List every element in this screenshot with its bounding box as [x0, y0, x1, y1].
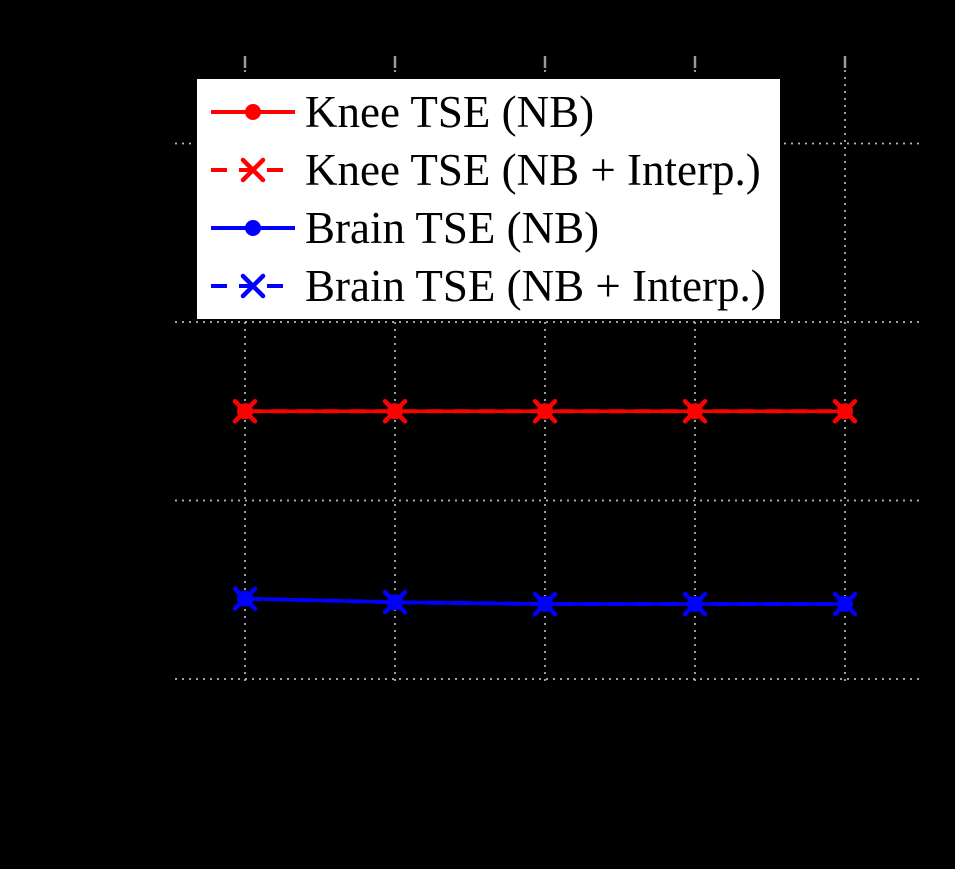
legend-dashed-x-sample — [211, 273, 295, 299]
legend: Knee TSE (NB) Knee TSE (NB + Interp.) Brai… — [195, 77, 782, 321]
legend-label: Knee TSE (NB) — [305, 86, 595, 137]
legend-solid-circle-sample — [211, 220, 295, 236]
legend-label: Brain TSE (NB) — [305, 202, 600, 253]
legend-entry: Knee TSE (NB) — [207, 83, 766, 141]
legend-entry: Brain TSE (NB) — [207, 199, 766, 257]
legend-dashed-x-sample — [211, 157, 295, 183]
legend-entry: Knee TSE (NB + Interp.) — [207, 141, 766, 199]
legend-solid-circle-sample — [211, 104, 295, 120]
legend-label: Brain TSE (NB + Interp.) — [305, 260, 766, 311]
legend-entry: Brain TSE (NB + Interp.) — [207, 257, 766, 315]
legend-label: Knee TSE (NB + Interp.) — [305, 144, 761, 195]
